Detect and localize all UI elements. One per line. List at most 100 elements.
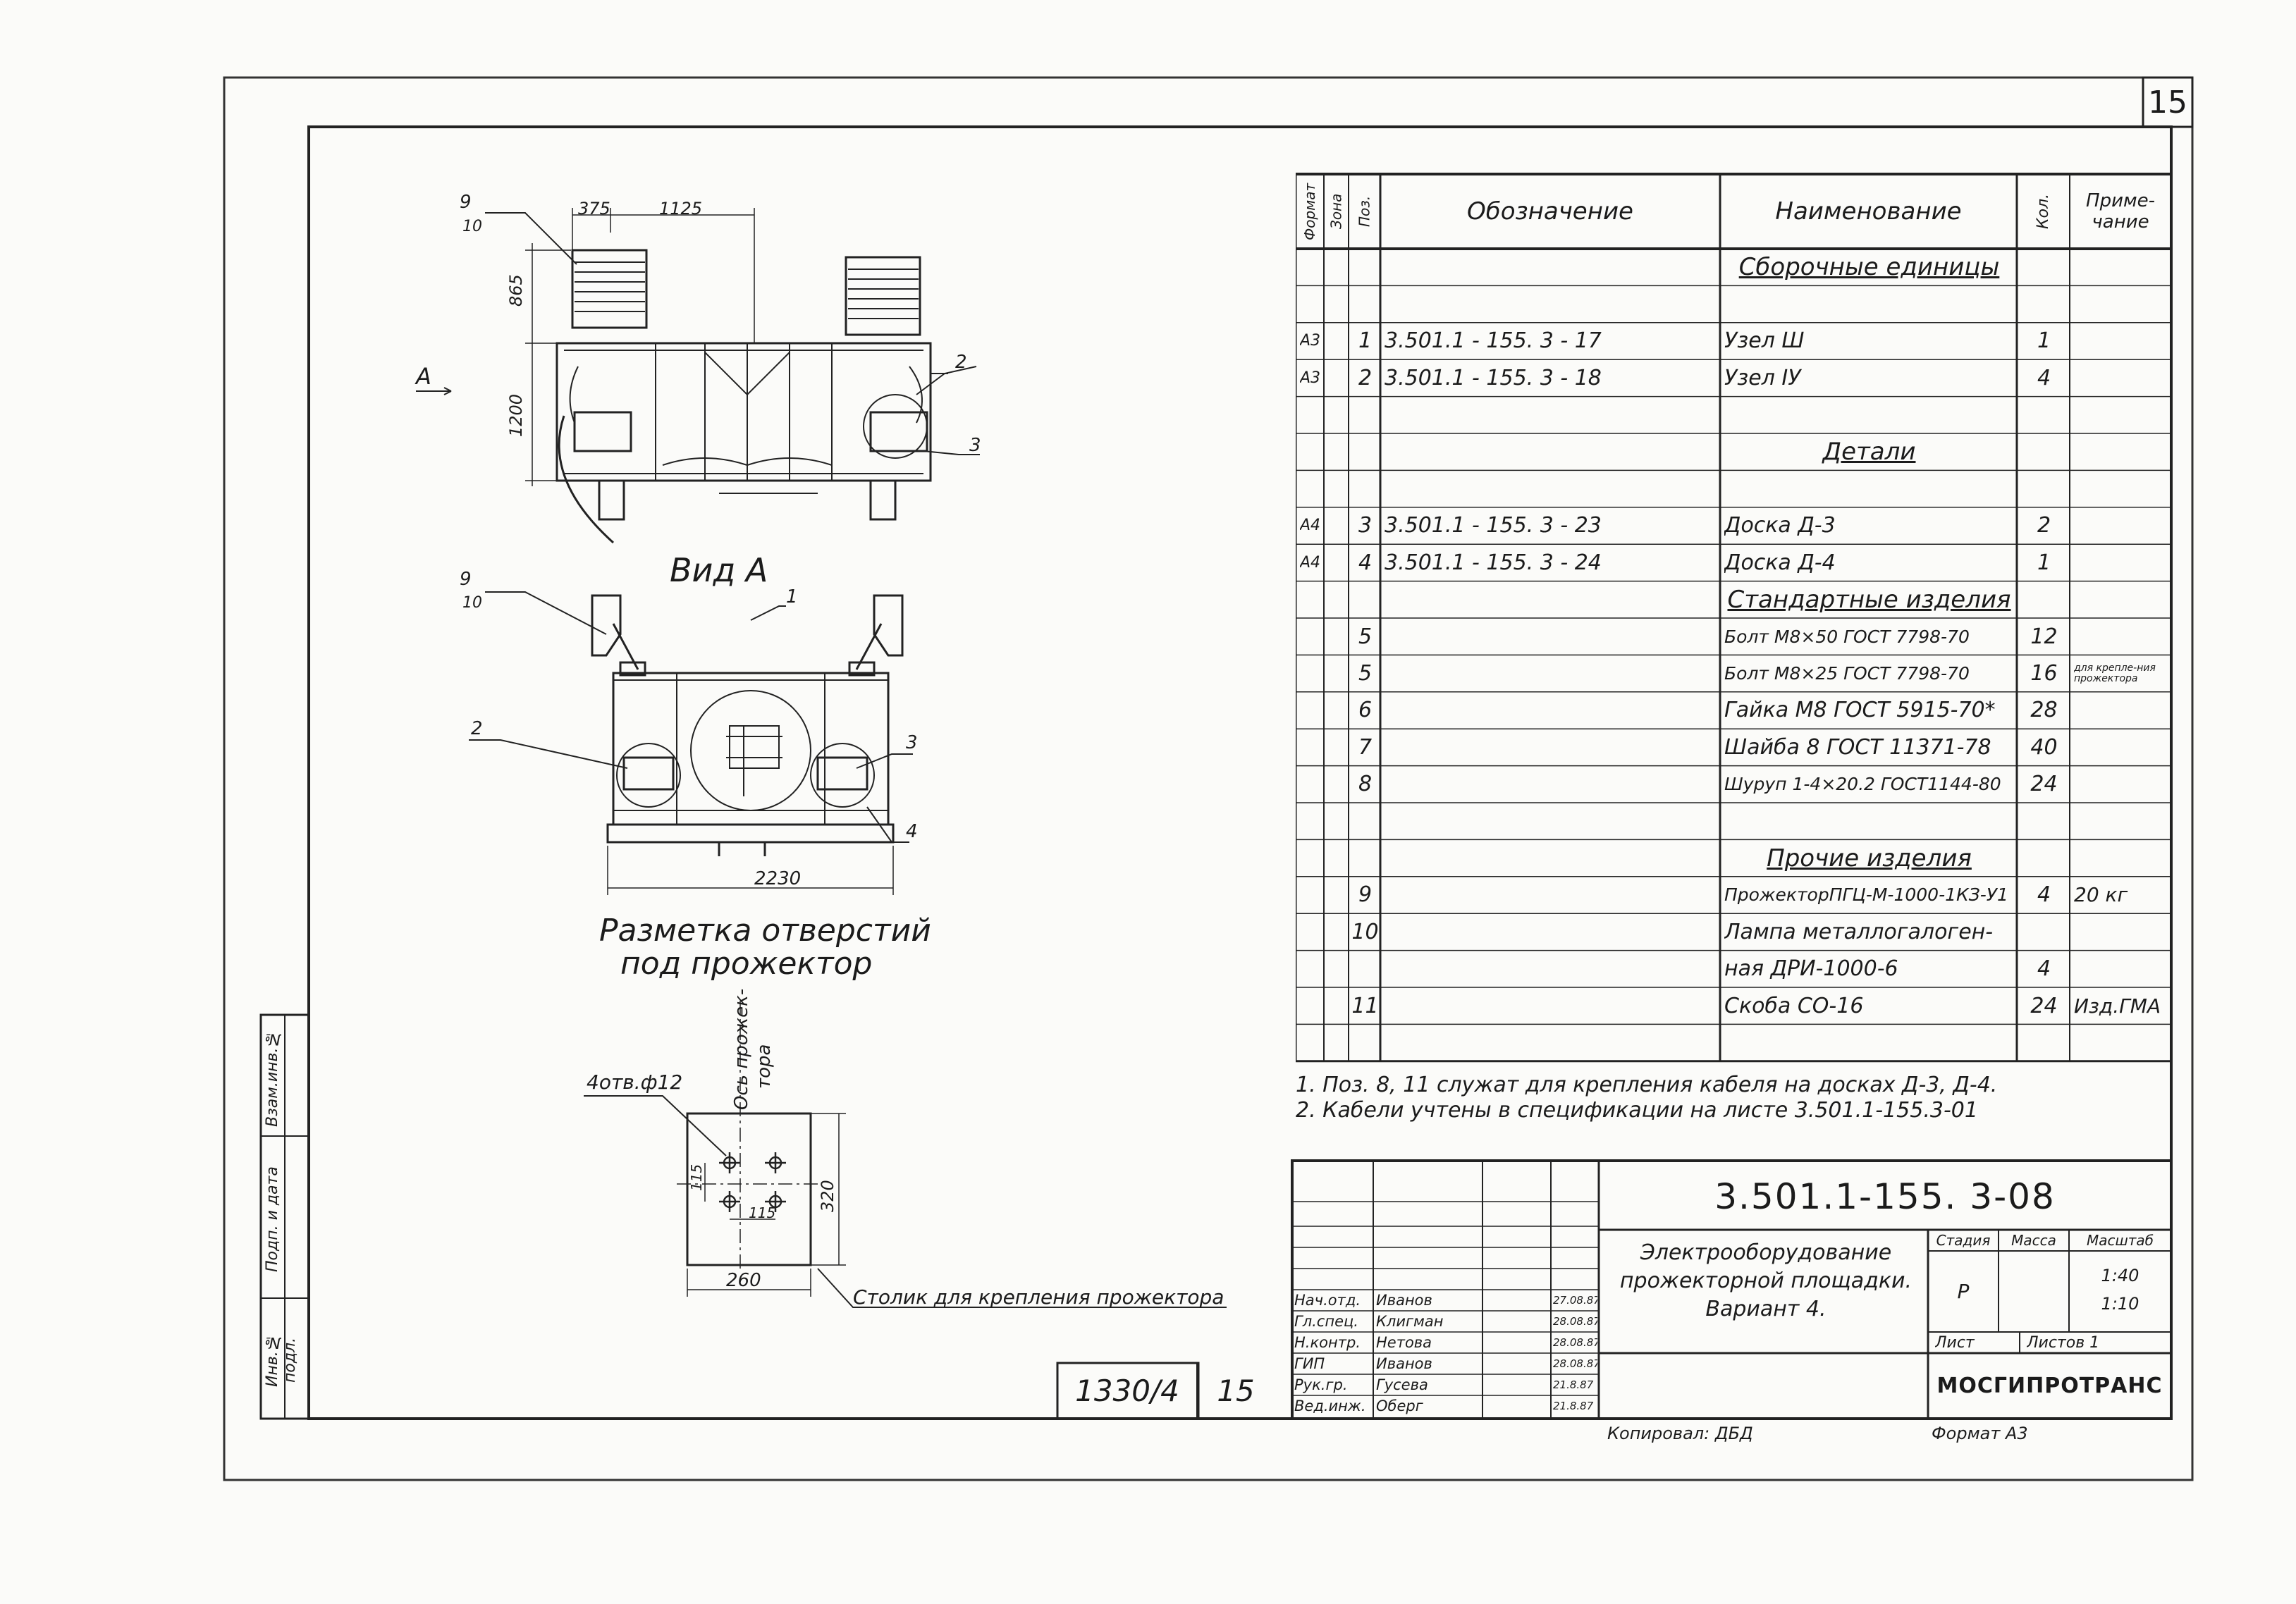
cell-qty: 12 — [2030, 624, 2058, 649]
dim-320: 320 — [818, 1180, 837, 1212]
cell-pos: 7 — [1358, 734, 1373, 760]
cell-name: Лампа металлогалоген- — [1724, 919, 1994, 944]
cell-name: Болт М8×50 ГОСТ 7798-70 — [1724, 626, 1970, 647]
cell-pos: 11 — [1353, 993, 1377, 1018]
mass-label: Масса — [2011, 1232, 2056, 1249]
cell-name: Доска Д-4 — [1724, 550, 1836, 575]
format-label: Формат А3 — [1932, 1424, 2028, 1443]
table-row: Стандартные изделия — [1296, 581, 2171, 618]
signer-role: ГИП — [1294, 1355, 1325, 1372]
signer-date: 27.08.87 — [1553, 1294, 1597, 1307]
signer-date: 21.8.87 — [1553, 1400, 1594, 1412]
cell-name: Скоба СО-16 — [1724, 993, 1864, 1018]
cell-qty: 24 — [2030, 772, 2058, 797]
cell-pos: 10 — [1353, 919, 1377, 944]
header-name: Наименование — [1775, 197, 1962, 226]
cell-name: Детали — [1822, 438, 1916, 467]
cell-name: Сборочные единицы — [1738, 253, 2000, 282]
cell-pos: 3 — [1358, 513, 1373, 538]
signer-role: Рук.гр. — [1294, 1376, 1348, 1393]
cell-qty: 4 — [2037, 365, 2051, 390]
view-a-title: Вид А — [670, 551, 768, 589]
cell-name: Шайба 8 ГОСТ 11371-78 — [1724, 734, 1991, 760]
doc-code: 3.501.1-155. 3-08 — [1714, 1176, 2056, 1217]
cell-format: А4 — [1300, 517, 1321, 535]
dim-865: 865 — [506, 274, 526, 307]
cell-name: Узел Ш — [1724, 328, 1805, 354]
copied-by: Копировал: ДБД — [1607, 1424, 1753, 1443]
cell-name: Узел IУ — [1724, 365, 1801, 390]
cell-note: для крепле-ния прожектора — [2074, 662, 2156, 684]
table-row: 8 Шуруп 1-4×20.2 ГОСТ1144-80 24 — [1296, 766, 2171, 803]
album-page: 15 — [1217, 1374, 1255, 1408]
cell-qty: 28 — [2030, 698, 2058, 723]
title-line2: прожекторной площадки. — [1619, 1269, 1913, 1293]
cell-note: 20 кг — [2074, 883, 2128, 907]
sheet-label: Лист — [1935, 1333, 1975, 1352]
table-row: Детали — [1296, 433, 2171, 470]
holes-label: 4отв.ф12 — [587, 1071, 682, 1094]
stage-value: Р — [1957, 1280, 1970, 1303]
cell-pos: 5 — [1358, 624, 1373, 649]
axis-label-line1: Ось прожек- — [731, 989, 752, 1110]
cell-name: Гайка М8 ГОСТ 5915-70* — [1724, 698, 1996, 723]
cell-designation: 3.501.1 - 155. 3 - 17 — [1385, 328, 1602, 354]
cell-designation: 3.501.1 - 155. 3 - 24 — [1385, 550, 1602, 575]
dim-2230: 2230 — [754, 868, 801, 889]
cell-format: А3 — [1300, 369, 1321, 387]
stage-label: Стадия — [1936, 1232, 1991, 1249]
callout-3-top: 3 — [969, 435, 981, 456]
signer-role: Н.контр. — [1294, 1334, 1361, 1351]
cell-designation: 3.501.1 - 155. 3 - 18 — [1385, 365, 1602, 390]
table-stand-label: Столик для крепления прожектора — [853, 1285, 1224, 1309]
callout-10-view: 10 — [462, 594, 482, 612]
organization: МОСГИПРОТРАНС — [1936, 1374, 2163, 1398]
signer-name: Оберг — [1376, 1398, 1423, 1414]
title-line3: Вариант 4. — [1705, 1297, 1827, 1321]
signer-role: Гл.спец. — [1294, 1313, 1358, 1330]
dim-1200: 1200 — [506, 394, 526, 437]
table-row: 5 Болт М8×50 ГОСТ 7798-70 12 — [1296, 618, 2171, 655]
signer-role: Нач.отд. — [1294, 1292, 1361, 1309]
cell-pos: 9 — [1358, 882, 1373, 908]
signer-date: 28.08.87 — [1553, 1357, 1597, 1370]
projector-left-top — [571, 249, 648, 329]
cell-qty: 24 — [2030, 993, 2058, 1018]
title-line1: Электрооборудование — [1640, 1240, 1892, 1265]
cell-name: Болт М8×25 ГОСТ 7798-70 — [1724, 663, 1970, 684]
note-2: 2. Кабели учтены в спецификации на листе… — [1296, 1098, 1978, 1123]
cell-note: Изд.ГМА — [2074, 994, 2161, 1018]
spec-table-grid — [1296, 173, 2171, 1063]
cell-pos: 6 — [1358, 698, 1373, 723]
sheet-number: 15 — [2148, 84, 2187, 121]
marking-title-line1: Разметка отверстий — [599, 913, 931, 949]
cell-pos: 8 — [1358, 772, 1373, 797]
cell-format: А3 — [1300, 332, 1321, 350]
signer-date: 28.08.87 — [1553, 1336, 1597, 1349]
projector-right-top — [845, 256, 921, 336]
cell-name: Шуруп 1-4×20.2 ГОСТ1144-80 — [1724, 774, 2001, 795]
cell-qty: 1 — [2037, 328, 2051, 354]
cell-pos: 1 — [1358, 328, 1373, 354]
signer-name: Клигман — [1376, 1313, 1444, 1330]
cell-designation: 3.501.1 - 155. 3 - 23 — [1385, 513, 1602, 538]
cell-pos: 4 — [1358, 550, 1373, 575]
scale-label: Масштаб — [2086, 1232, 2154, 1249]
signer-name: Гусева — [1376, 1376, 1428, 1393]
table-row: 6 Гайка М8 ГОСТ 5915-70* 28 — [1296, 692, 2171, 729]
note-1: 1. Поз. 8, 11 служат для крепления кабел… — [1296, 1073, 1998, 1097]
signer-name: Нетова — [1376, 1334, 1432, 1351]
cell-name: Прочие изделия — [1767, 844, 1972, 872]
cell-qty: 4 — [2037, 956, 2051, 982]
dim-375: 375 — [578, 199, 610, 218]
header-note: Приме-чание — [2086, 190, 2155, 233]
